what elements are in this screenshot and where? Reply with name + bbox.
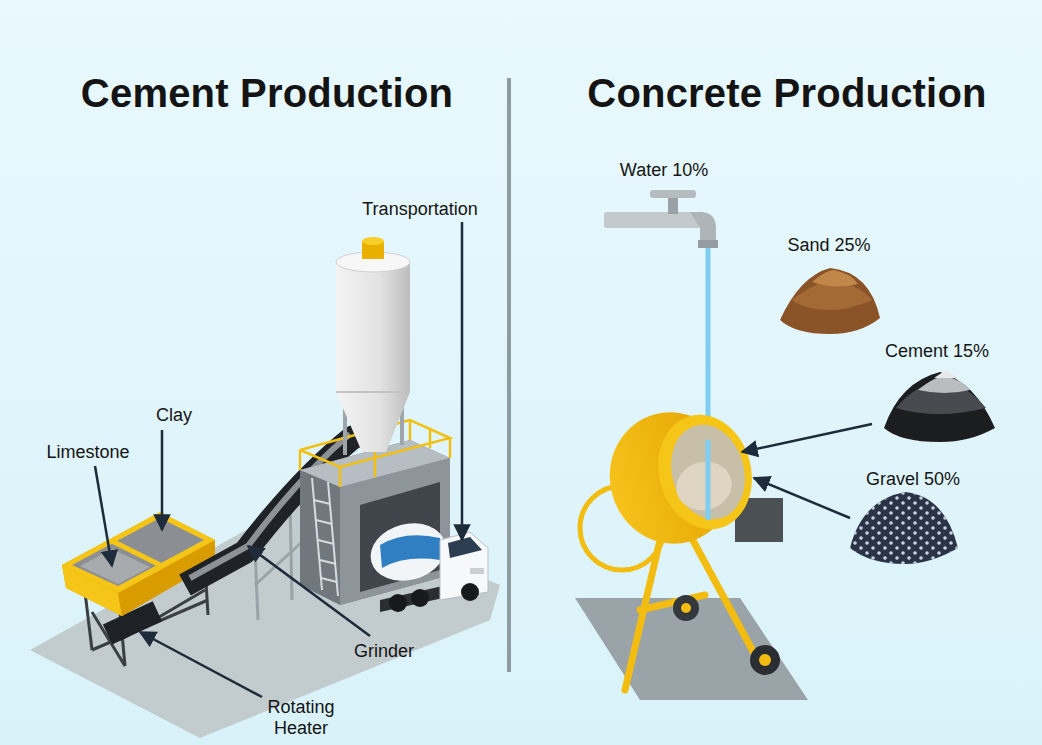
cement-pile (884, 370, 995, 442)
callout-label: Sand 25% (787, 235, 870, 256)
sand-pile (780, 268, 880, 334)
section-heading: Cement Production (81, 71, 453, 116)
callout-label: Water 10% (620, 160, 708, 181)
callout-label: Grinder (354, 641, 414, 662)
mixer-truck (364, 515, 488, 612)
cement-plant (30, 222, 500, 738)
callout-label: Limestone (46, 442, 129, 463)
callout-label: Transportation (362, 199, 477, 220)
callout-label: Rotating Heater (255, 697, 347, 739)
concrete-mixer (575, 190, 995, 700)
callout-label: Clay (156, 405, 192, 426)
callout-label: Gravel 50% (866, 469, 960, 490)
gravel-pile (850, 492, 958, 564)
callout-label: Cement 15% (885, 341, 989, 362)
divider (507, 78, 511, 672)
section-heading: Concrete Production (587, 71, 986, 116)
